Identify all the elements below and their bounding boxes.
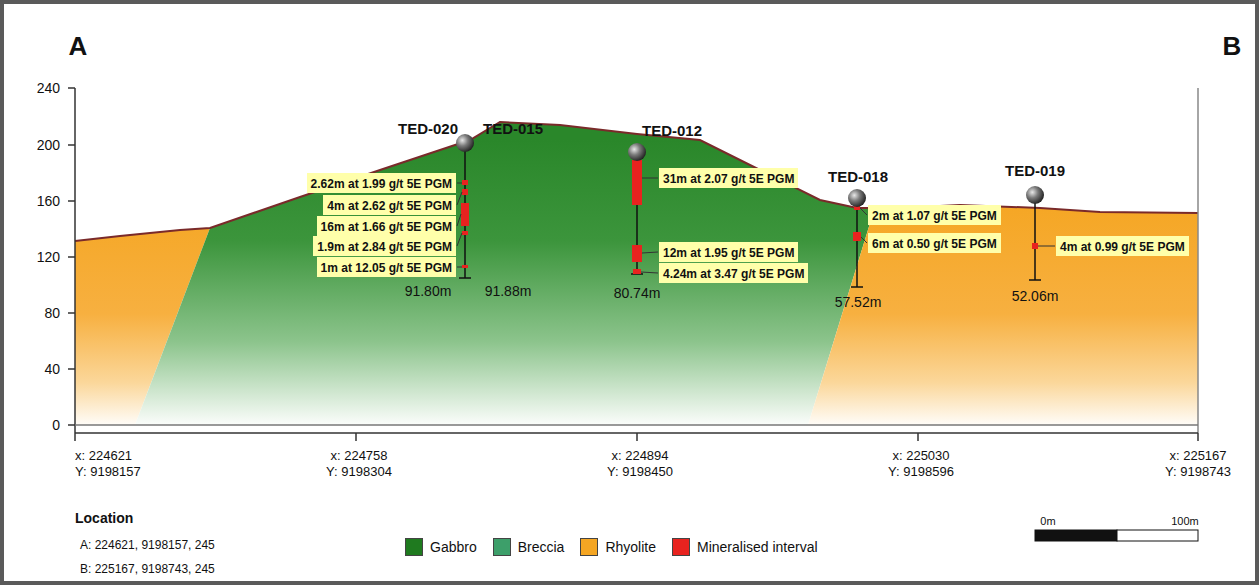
legend-swatch: [493, 538, 511, 556]
hole-depth: 80.74m: [614, 285, 661, 301]
legend-item: Mineralised interval: [672, 538, 818, 556]
hole-depth: 91.88m: [485, 283, 532, 299]
legend-swatch: [405, 538, 423, 556]
mineralised-intervals: [461, 160, 1038, 274]
interval-text: 16m at 1.66 g/t 5E PGM: [321, 220, 452, 234]
scale-label: 100m: [1171, 515, 1199, 528]
interval-text: 4.24m at 3.47 g/t 5E PGM: [663, 267, 804, 281]
interval-text: 12m at 1.95 g/t 5E PGM: [663, 246, 794, 260]
collar-symbols: [456, 134, 1044, 207]
hole-depth: 57.52m: [835, 294, 882, 310]
legend-item: Rhyolite: [580, 538, 656, 556]
northing: Y: 9198157: [75, 465, 141, 480]
location-coords: B: 225167, 9198743, 245: [80, 563, 215, 577]
interval-label: 1m at 12.05 g/t 5E PGM: [317, 257, 456, 277]
legend-text: Breccia: [518, 539, 565, 555]
northing: Y: 9198304: [326, 465, 392, 480]
hole-name: TED-019: [1005, 162, 1065, 179]
interval-label: 12m at 1.95 g/t 5E PGM: [659, 242, 798, 262]
northing: Y: 9198450: [607, 465, 673, 480]
interval-label: 4m at 2.62 g/t 5E PGM: [323, 195, 456, 215]
axis-value: 200: [37, 137, 60, 153]
hole-name: TED-015: [483, 120, 543, 137]
interval-label: 2m at 1.07 g/t 5E PGM: [868, 205, 1001, 225]
interval-text: 31m at 2.07 g/t 5E PGM: [663, 172, 794, 186]
scale-bar: [1035, 530, 1198, 541]
section-end: B: [1223, 32, 1242, 62]
interval-text: 2.62m at 1.99 g/t 5E PGM: [311, 177, 452, 191]
legend-text: Mineralised interval: [697, 539, 818, 555]
easting: x: 225167: [1169, 449, 1226, 464]
axis-value: 0: [52, 417, 60, 433]
easting: x: 225030: [892, 449, 949, 464]
legend-item: Gabbro: [405, 538, 477, 556]
interval-label: 16m at 1.66 g/t 5E PGM: [317, 216, 456, 236]
axes: [68, 88, 1198, 441]
interval-text: 4m at 2.62 g/t 5E PGM: [327, 199, 452, 213]
legend-text: Gabbro: [430, 539, 477, 555]
legend-item: Breccia: [493, 538, 565, 556]
interval-text: 2m at 1.07 g/t 5E PGM: [872, 209, 997, 223]
interval-text: 1.9m at 2.84 g/t 5E PGM: [317, 240, 452, 254]
easting: x: 224621: [75, 449, 132, 464]
interval-label: 1.9m at 2.84 g/t 5E PGM: [313, 236, 456, 256]
northing: Y: 9198596: [888, 465, 954, 480]
hole-name: TED-012: [642, 122, 702, 139]
legend-swatch: [672, 538, 690, 556]
axis-value: 80: [44, 305, 60, 321]
section-end: A: [69, 32, 88, 62]
interval-label: 4m at 0.99 g/t 5E PGM: [1056, 236, 1189, 256]
axis-value: 120: [37, 249, 60, 265]
interval-label: 31m at 2.07 g/t 5E PGM: [659, 168, 798, 188]
hole-depth: 91.80m: [405, 283, 452, 299]
axis-value: 240: [37, 80, 60, 96]
interval-text: 4m at 0.99 g/t 5E PGM: [1060, 240, 1185, 254]
location-coords: A: 224621, 9198157, 245: [80, 539, 215, 553]
leader-lines: [457, 178, 1055, 273]
hole-name: TED-018: [828, 168, 888, 185]
easting: x: 224758: [330, 449, 387, 464]
interval-label: 4.24m at 3.47 g/t 5E PGM: [659, 263, 808, 283]
axis-value: 160: [37, 193, 60, 209]
interval-text: 6m at 0.50 g/t 5E PGM: [872, 237, 997, 251]
easting: x: 224894: [611, 449, 668, 464]
interval-label: 6m at 0.50 g/t 5E PGM: [868, 233, 1001, 253]
interval-label: 2.62m at 1.99 g/t 5E PGM: [307, 173, 456, 193]
drill-holes: [459, 150, 1041, 287]
scale-label: 0m: [1040, 515, 1055, 528]
hole-name: TED-020: [398, 120, 458, 137]
legend-text: Rhyolite: [605, 539, 656, 555]
gabbro-unit: [135, 122, 875, 425]
northing: Y: 9198743: [1165, 465, 1231, 480]
legend-swatch: [580, 538, 598, 556]
hole-depth: 52.06m: [1012, 288, 1059, 304]
legend: Gabbro Breccia Rhyolite Mineralised interva…: [405, 538, 834, 556]
rhyolite-unit: [808, 205, 1198, 425]
location-heading: Location: [75, 510, 133, 526]
interval-text: 1m at 12.05 g/t 5E PGM: [321, 261, 452, 275]
axis-value: 40: [44, 361, 60, 377]
